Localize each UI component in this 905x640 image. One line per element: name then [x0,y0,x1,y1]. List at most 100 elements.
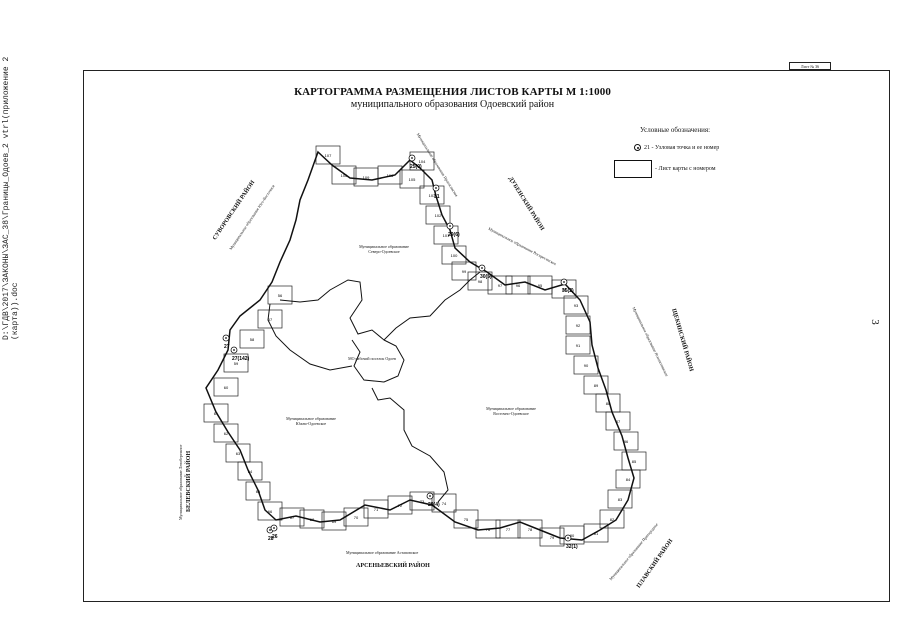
map-sheet-number: 71 [374,507,379,512]
map-sheet-80 [559,525,585,545]
map-sheet-number: 75 [464,517,469,522]
legend-sheet-row: - Лист карты с номером [614,160,716,178]
map-sheet-number: 77 [506,527,511,532]
map-sheet-90 [573,355,599,375]
map-sheet-number: 82 [610,517,615,522]
node-label: 32(1) [566,544,578,550]
map-sheet-number: 87 [616,419,621,424]
internal-boundary-north [279,271,481,341]
node-point-dot [411,157,413,159]
map-sheet-number: 105 [409,177,416,182]
node-label: 29(6) [448,232,460,238]
map-sheet-number: 99 [462,269,467,274]
node-label: 26 [272,534,278,540]
map-sheet-97 [487,275,513,295]
map-sheet-number: 65 [256,489,261,494]
map-sheet-number: 67 [290,515,295,520]
map-sheet-number: 85 [632,459,637,464]
legend-title: Условные обозначения: [640,126,711,134]
district-boundary [205,150,635,541]
map-sheet-59 [223,353,249,373]
node-label: 30(5) [480,274,492,280]
map-sheet-number: 92 [576,323,581,328]
node-label: 25(0) [410,164,422,170]
internal-boundary-odoev [351,339,405,383]
district-mo-belevsky: Муниципальное образование Левобережное [178,444,183,520]
legend-sheet-label: - Лист карты с номером [655,166,716,172]
map-sheet-63 [225,443,251,463]
mo-label-odoev: МО рабочий поселок Одоев [348,356,396,361]
map-sheet-number: 102 [435,213,442,218]
map-sheet-number: 88 [606,401,611,406]
legend-node-label: 21 - Узловая точка и ее номер [644,144,720,151]
map-sheet-number: 63 [236,451,241,456]
sheet-label: Лист № 36 [789,62,831,70]
map-sheet-number: 108 [341,173,348,178]
node-label: 27(142) [232,356,250,362]
mo-label-north: Муниципальное образование Северо-Одоевск… [359,244,409,254]
map-sheet-number: 62 [224,431,229,436]
node-point-dot [233,349,235,351]
district-label-belevsky: БЕЛЕВСКИЙ РАЙОН [186,450,192,512]
node-point-dot [449,225,451,227]
map-sheet-number: 103 [429,193,436,198]
map-sheet-68 [299,509,325,529]
map-sheet-number: 66 [268,509,273,514]
map-sheet-number: 78 [528,527,533,532]
map-sheet-62 [213,423,239,443]
map-sheet-67 [279,507,305,527]
node-point-dot [273,527,275,529]
map-sheet-number: 72 [398,503,403,508]
map-sheet-number: 90 [584,363,589,368]
map-sheet-number: 60 [224,385,229,390]
map-sheet-number: 70 [354,515,359,520]
sheet-grid [203,145,647,547]
map-sheet-number: 89 [594,383,599,388]
map-sheet-number: 61 [214,411,219,416]
map-sheet-84 [615,469,641,489]
map-sheet-58 [239,329,265,349]
map-sheet-number: 80 [570,533,575,538]
map-sheet-icon [614,160,652,178]
map-sheet-number: 93 [574,303,579,308]
map-sheet-73 [409,491,435,511]
map-title: КАРТОГРАММА РАЗМЕЩЕНИЯ ЛИСТОВ КАРТЫ М 1:… [294,86,611,98]
map-sheet-number: 84 [626,477,631,482]
mo-label-southeast: Муниципальное образование Восточно-Одоев… [486,406,536,416]
node-label: 28 [268,536,274,542]
map-sheet-87 [605,411,631,431]
map-sheet-number: 106 [387,173,394,178]
legend-node-row: 21 - Узловая точка и ее номер [634,144,719,151]
map-sheet-108 [331,165,357,185]
map-sheet-number: 83 [618,497,623,502]
node-point-icon [634,144,641,151]
map-sheet-number: 101 [443,233,450,238]
map-sheet-number: 73 [420,499,425,504]
node-point-dot [429,495,431,497]
map-sheet-number: 98 [478,279,483,284]
map-sheet-number: 91 [576,343,581,348]
map-sheet-103 [419,185,445,205]
map-sheet-number: 96 [516,283,521,288]
map-sheet-65 [245,481,271,501]
map-sheet-69 [321,511,347,531]
internal-boundary-west [267,303,353,371]
map-sheet-number: 58 [250,337,255,342]
map-sheet-number: 68 [310,517,315,522]
map-sheet-106 [377,165,403,185]
map-sheet-number: 69 [332,519,337,524]
map-sheet-number: 95 [538,283,543,288]
map-sheet-56 [267,285,293,305]
map-sheet-101 [433,225,459,245]
map-sheet-82 [599,509,625,529]
map-sheet-79 [539,527,565,547]
node-point-dot [269,529,271,531]
node-point-dot [563,281,565,283]
map-sheet-57 [257,309,283,329]
map-sheet-number: 76 [486,527,491,532]
map-sheet-number: 79 [550,535,555,540]
map-sheet-number: 94 [562,287,567,292]
map-sheet-61 [203,403,229,423]
internal-boundary-south [371,387,449,503]
map-sheet-number: 97 [498,283,503,288]
